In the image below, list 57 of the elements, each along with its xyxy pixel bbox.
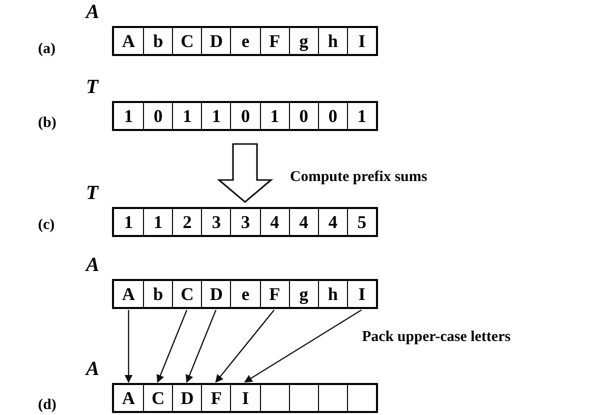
array-cell: 0 (230, 103, 260, 129)
array-cell: D (201, 281, 230, 307)
array-cell: e (230, 281, 260, 307)
array-cell: 0 (143, 103, 172, 129)
array-cell: F (260, 28, 289, 54)
array-cell: F (201, 385, 230, 411)
array-name: T (86, 77, 98, 97)
arrow (156, 310, 188, 383)
array-cell: A (114, 281, 144, 307)
array-cell: 1 (143, 209, 172, 235)
array-cell: 1 (201, 103, 230, 129)
row-label: (c) (38, 216, 55, 235)
array-cell: I (346, 281, 376, 307)
array-cell: D (172, 385, 202, 411)
arrow (244, 310, 362, 383)
array-cell: 1 (172, 103, 202, 129)
row-label: (b) (38, 114, 56, 133)
array-cell: 3 (230, 209, 260, 235)
array-cell: 5 (346, 209, 376, 235)
array-cell: I (230, 385, 260, 411)
array-cell: 0 (288, 103, 318, 129)
arrow (124, 310, 133, 383)
array-cell: b (143, 281, 172, 307)
arrow (215, 310, 275, 383)
array-cell: h (318, 28, 347, 54)
array-cell: I (346, 28, 376, 54)
array-cell: 1 (346, 103, 376, 129)
array-cell: 1 (260, 103, 289, 129)
arrow (186, 310, 216, 383)
array-cell: 1 (114, 209, 144, 235)
array-cell: C (172, 28, 202, 54)
array-cell: b (143, 28, 172, 54)
array-cell: g (288, 28, 318, 54)
array-cell: F (260, 281, 289, 307)
array-cell: 3 (201, 209, 230, 235)
row-label: (a) (38, 40, 56, 59)
array-cell: g (288, 281, 318, 307)
hollow-arrow (216, 143, 274, 204)
array-cell: 0 (318, 103, 347, 129)
array-cell: 1 (114, 103, 144, 129)
array-cell: 4 (318, 209, 347, 235)
array-cell: e (230, 28, 260, 54)
array-cell: h (318, 281, 347, 307)
array-cell: D (201, 28, 230, 54)
array-cell: A (114, 385, 144, 411)
array-cell: 4 (260, 209, 289, 235)
row-label: (d) (38, 396, 56, 415)
array-name: A (86, 2, 100, 22)
array-cell: 4 (288, 209, 318, 235)
array-cell: C (143, 385, 172, 411)
array-name: A (86, 255, 100, 275)
array-name: A (86, 359, 100, 379)
array-name: T (86, 183, 98, 203)
array-cell: C (172, 281, 202, 307)
array-cell: A (114, 28, 144, 54)
array-cell: 2 (172, 209, 202, 235)
step-note: Pack upper-case letters (362, 328, 511, 347)
